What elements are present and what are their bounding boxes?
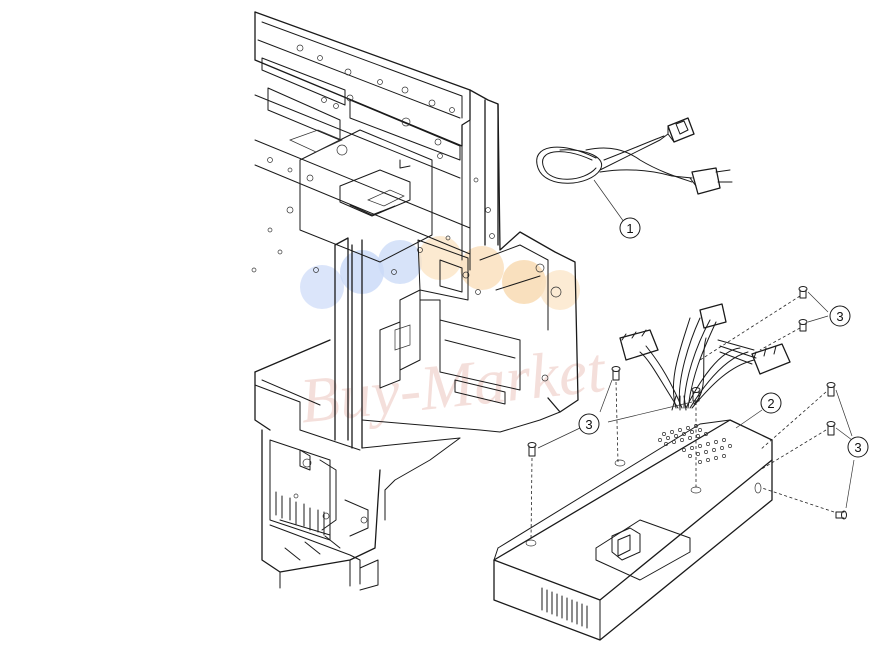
power-cord [536,117,733,223]
screw [798,286,808,299]
printer-frame [251,11,579,591]
watermark-dot [540,270,580,310]
callout-3-right: 3 [847,436,869,458]
callout-3-top-right: 3 [829,305,851,327]
callout-3-left: 3 [578,413,600,435]
screw [835,510,847,520]
watermark-dot [502,260,546,304]
watermark: Buy-Market [297,236,611,437]
callout-label: 2 [767,396,774,411]
screw [798,319,808,332]
watermark-dot [460,246,504,290]
frame-holes [251,44,562,382]
callout-2: 2 [760,392,782,414]
watermark-text: Buy-Market [297,334,611,437]
callout-label: 3 [585,417,592,432]
vent-grid [658,424,732,464]
watermark-dot [300,265,344,309]
screw [691,387,701,402]
callout-label: 1 [626,221,633,236]
screw [826,382,836,397]
side-vents [541,587,588,629]
screw [826,421,836,436]
watermark-dot [378,240,422,284]
callout-label: 3 [836,309,843,324]
screws [527,286,855,541]
screw [527,442,537,457]
power-supply [493,303,791,641]
watermark-dot [418,236,462,280]
callout-label: 3 [854,440,861,455]
callout-1: 1 [619,217,641,239]
screw [611,366,621,381]
